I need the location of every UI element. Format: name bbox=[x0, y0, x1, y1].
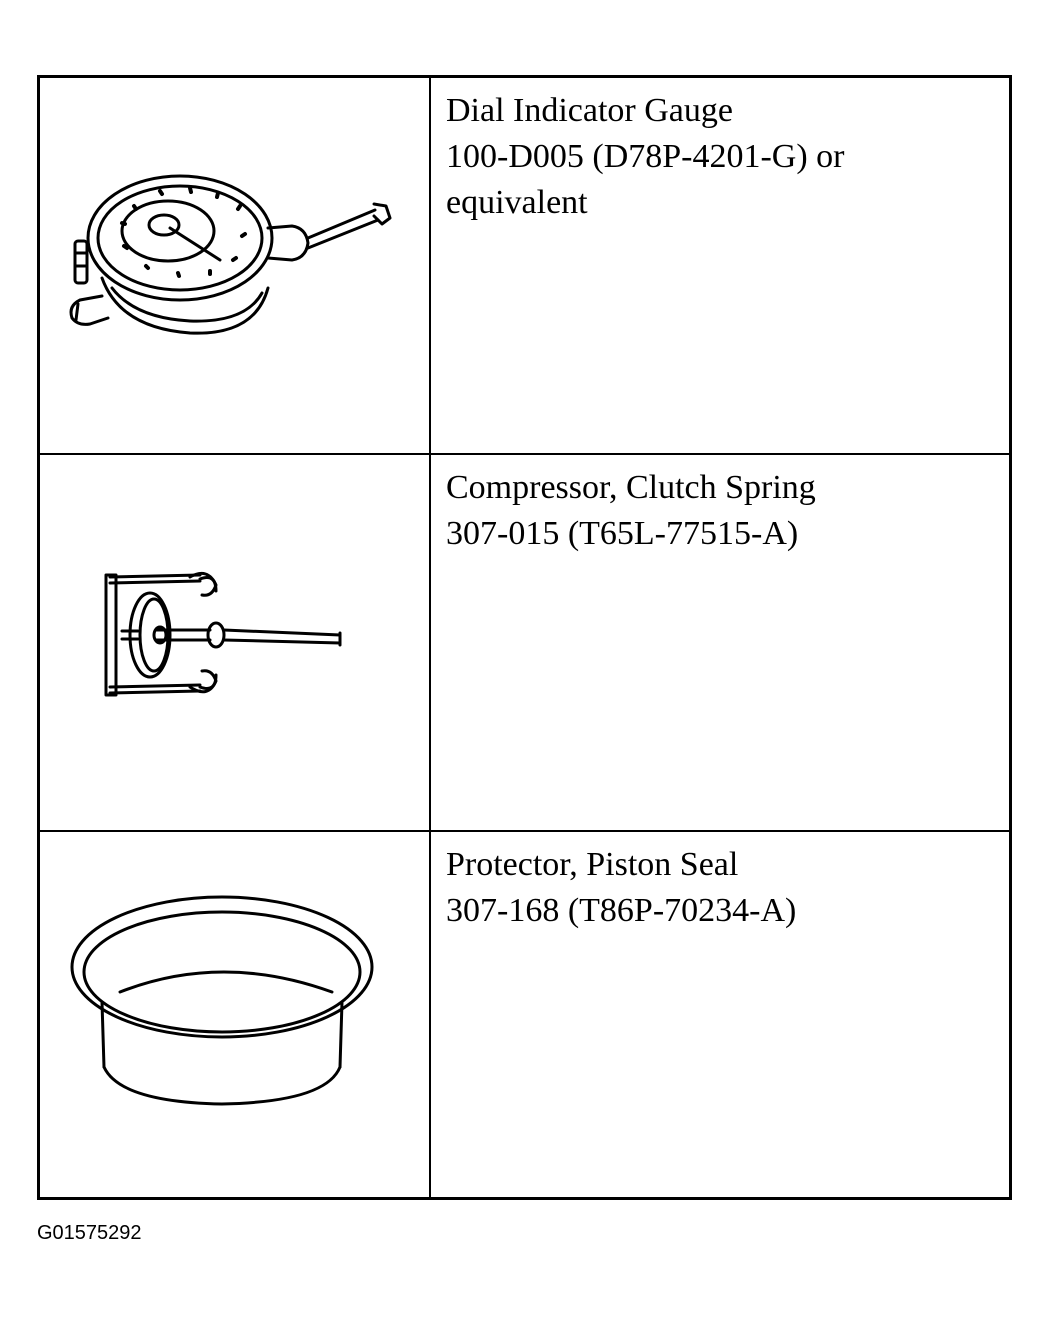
dial-indicator-gauge-icon bbox=[40, 78, 429, 453]
column-divider bbox=[429, 78, 431, 1197]
tool-number: 307-168 (T86P-70234-A) bbox=[446, 892, 797, 929]
tool-name: Dial Indicator Gauge bbox=[446, 92, 733, 129]
special-tools-table: Dial Indicator Gauge 100-D005 (D78P-4201… bbox=[37, 75, 1012, 1200]
piston-seal-protector-icon bbox=[40, 832, 429, 1200]
tool-row-clutch-spring-compressor: Compressor, Clutch Spring 307-015 (T65L-… bbox=[40, 453, 1009, 830]
tool-name: Compressor, Clutch Spring bbox=[446, 469, 816, 506]
tool-row-dial-indicator: Dial Indicator Gauge 100-D005 (D78P-4201… bbox=[40, 78, 1009, 453]
tool-number: 307-015 (T65L-77515-A) bbox=[446, 515, 799, 552]
tool-row-piston-seal-protector: Protector, Piston Seal 307-168 (T86P-702… bbox=[40, 830, 1009, 1200]
tool-description: Protector, Piston Seal 307-168 (T86P-702… bbox=[446, 842, 999, 934]
clutch-spring-compressor-icon bbox=[40, 455, 429, 830]
tool-number: 100-D005 (D78P-4201-G) or equivalent bbox=[446, 138, 845, 221]
tool-name: Protector, Piston Seal bbox=[446, 846, 739, 883]
graphic-id: G01575292 bbox=[37, 1222, 142, 1244]
tool-description: Compressor, Clutch Spring 307-015 (T65L-… bbox=[446, 465, 999, 557]
tool-description: Dial Indicator Gauge 100-D005 (D78P-4201… bbox=[446, 88, 999, 226]
